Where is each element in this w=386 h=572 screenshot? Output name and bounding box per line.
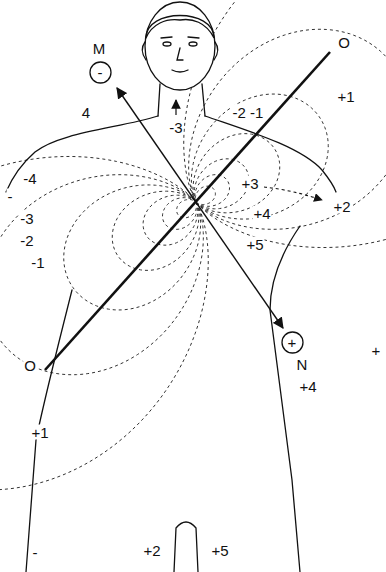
potential-label: -2 -1 bbox=[232, 105, 265, 120]
eye bbox=[189, 42, 197, 46]
legs bbox=[174, 522, 198, 572]
field-line bbox=[193, 134, 280, 213]
field-line bbox=[0, 175, 203, 375]
potential-label: M bbox=[92, 41, 107, 56]
zero-line bbox=[45, 52, 330, 370]
potential-label: -3 bbox=[168, 120, 183, 135]
field-line bbox=[189, 29, 386, 229]
potential-label: O bbox=[23, 358, 37, 373]
nose bbox=[177, 48, 183, 60]
potential-label: +4 bbox=[252, 206, 271, 221]
small-arrow bbox=[175, 100, 176, 115]
potential-label: +5 bbox=[210, 543, 229, 558]
dashed-arrow bbox=[264, 187, 322, 200]
hair bbox=[146, 16, 214, 39]
body-outline bbox=[6, 2, 336, 572]
mouth bbox=[172, 70, 188, 72]
potential-label: O bbox=[337, 35, 351, 50]
potential-label: -4 bbox=[22, 171, 37, 186]
neck bbox=[158, 84, 205, 116]
potential-label: +3 bbox=[240, 176, 259, 191]
circle bbox=[90, 62, 111, 83]
circle bbox=[282, 332, 303, 353]
field-line bbox=[143, 195, 198, 245]
potential-label: - bbox=[32, 545, 39, 560]
field-line bbox=[112, 191, 199, 270]
sign-text: - bbox=[98, 65, 103, 80]
sign-circle: - bbox=[89, 61, 112, 84]
potential-label: +1 bbox=[336, 89, 355, 104]
field-line bbox=[195, 186, 215, 204]
potential-label: + bbox=[371, 343, 382, 358]
left-shoulder bbox=[6, 116, 158, 192]
potential-label: - bbox=[7, 189, 14, 204]
field-line bbox=[0, 156, 208, 489]
field-lines bbox=[0, 0, 386, 490]
potential-label: +2 bbox=[332, 199, 351, 214]
field-line bbox=[195, 175, 230, 207]
potential-label: +4 bbox=[298, 379, 317, 394]
sign-text: + bbox=[288, 335, 297, 350]
eye bbox=[163, 42, 171, 46]
potential-label: N bbox=[296, 357, 309, 372]
axis-arrow bbox=[117, 88, 283, 328]
potential-label: +2 bbox=[142, 543, 161, 558]
field-line bbox=[64, 185, 201, 310]
right-shoulder bbox=[205, 116, 336, 192]
potential-label: -3 bbox=[19, 211, 34, 226]
head bbox=[145, 2, 215, 90]
potential-label: -1 bbox=[30, 255, 45, 270]
potential-label: +5 bbox=[245, 237, 264, 252]
ears bbox=[142, 42, 218, 60]
potential-label: 4 bbox=[81, 105, 91, 120]
brows bbox=[161, 37, 199, 38]
field-line bbox=[162, 198, 197, 230]
potential-label: +1 bbox=[30, 425, 49, 440]
right-side bbox=[270, 226, 300, 572]
left-side bbox=[26, 290, 72, 572]
potential-label: -2 bbox=[19, 233, 34, 248]
field-line bbox=[191, 94, 328, 219]
sign-circle: + bbox=[281, 331, 304, 354]
